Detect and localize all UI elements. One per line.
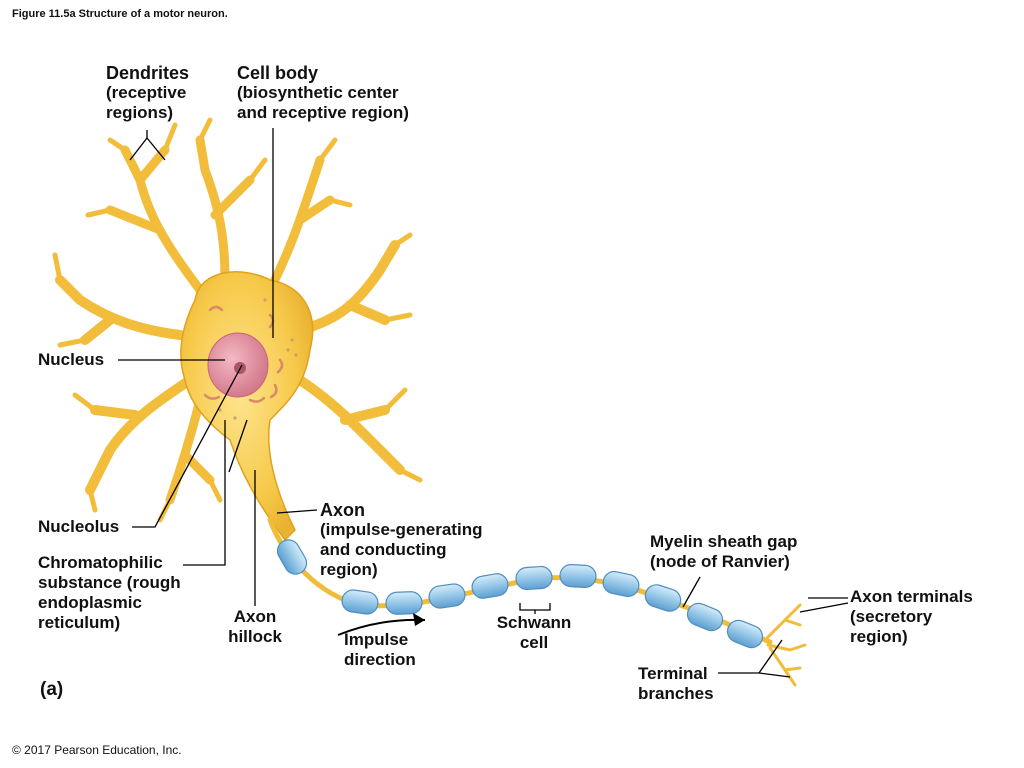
label-axon-terminals-line1: (secretory <box>850 607 933 626</box>
label-terminal-line1: Terminal <box>638 664 708 683</box>
impulse-direction-arrow <box>337 613 426 636</box>
label-nucleolus: Nucleolus <box>38 517 120 536</box>
label-axon-title: Axon <box>320 500 365 520</box>
label-axon-hillock-line2: hillock <box>228 627 282 646</box>
label-axon-terminals: Axon terminals (secretory region) <box>850 587 973 647</box>
label-schwann-line1: Schwann <box>496 613 572 632</box>
cell-body <box>180 271 314 542</box>
label-terminal-branches: Terminal branches <box>638 664 714 704</box>
panel-label: (a) <box>40 679 64 700</box>
label-nucleus: Nucleus <box>38 350 105 369</box>
label-chromatophilic-line1: Chromatophilic <box>38 553 163 572</box>
label-terminal-line2: branches <box>638 684 714 703</box>
label-impulse-line1: Impulse <box>344 630 409 649</box>
chromatophilic-substance <box>203 305 284 403</box>
label-axon: Axon (impulse-generating and conducting … <box>320 500 482 580</box>
label-cell-body-line1: (biosynthetic center <box>237 83 399 102</box>
label-schwann-cell: Schwann cell <box>488 613 580 653</box>
figure-title: Figure 11.5a Structure of a motor neuron… <box>12 8 228 20</box>
dendrites <box>52 117 423 523</box>
label-cell-body-title: Cell body <box>237 63 319 83</box>
label-myelin-line2: (node of Ranvier) <box>650 552 790 571</box>
label-chromatophilic-line2: substance (rough <box>38 573 181 592</box>
label-axon-hillock: Axon hillock <box>218 607 292 647</box>
label-dendrites-line2: regions) <box>106 103 174 122</box>
label-dendrites-line1: (receptive <box>106 83 187 102</box>
label-myelin-sheath-gap: Myelin sheath gap (node of Ranvier) <box>650 532 797 572</box>
label-axon-line1: (impulse-generating <box>320 520 483 539</box>
label-impulse-line2: direction <box>344 650 416 669</box>
label-dendrites: Dendrites (receptive regions) <box>106 63 189 123</box>
label-cell-body-line2: and receptive region) <box>237 103 409 122</box>
label-axon-line3: region) <box>320 560 378 579</box>
axon-terminal-branches <box>763 603 807 687</box>
label-cell-body: Cell body (biosynthetic center and recep… <box>237 63 409 123</box>
label-chromatophilic-line3: endoplasmic <box>38 593 142 612</box>
label-impulse-direction: Impulse direction <box>344 630 416 670</box>
label-myelin-line1: Myelin sheath gap <box>650 532 798 551</box>
label-chromatophilic-substance: Chromatophilic substance (rough endoplas… <box>38 553 181 633</box>
organelle-dots <box>218 298 298 420</box>
label-axon-hillock-line1: Axon <box>233 607 277 626</box>
label-axon-terminals-line2: region) <box>850 627 908 646</box>
label-dendrites-title: Dendrites <box>106 63 190 83</box>
label-chromatophilic-line4: reticulum) <box>38 613 121 632</box>
copyright: © 2017 Pearson Education, Inc. <box>12 743 182 757</box>
myelin-sheath <box>276 539 764 649</box>
label-schwann-line2: cell <box>519 633 549 652</box>
leader-lines <box>118 128 849 678</box>
label-axon-terminals-title: Axon terminals <box>850 587 973 606</box>
label-axon-line2: and conducting <box>320 540 447 559</box>
